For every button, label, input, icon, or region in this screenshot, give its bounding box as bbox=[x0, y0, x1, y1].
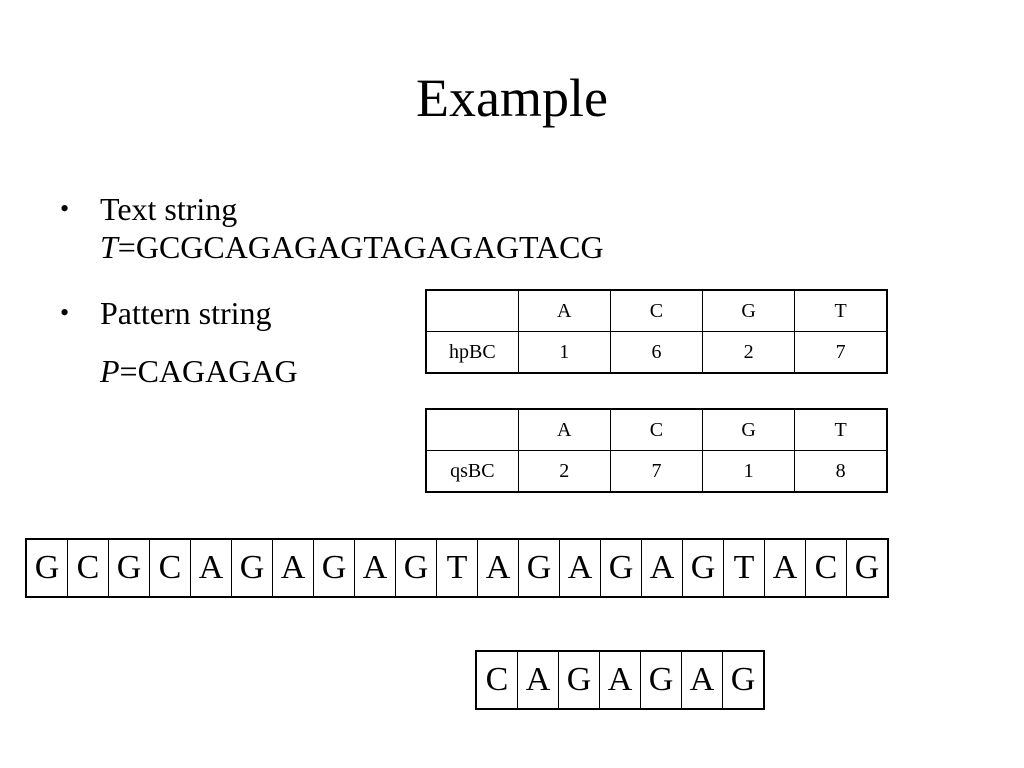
qsbc-table: A C G T qsBC 2 7 1 8 bbox=[425, 408, 888, 493]
qsbc-header-cell: C bbox=[609, 408, 704, 451]
text-char-cell: G bbox=[108, 538, 150, 598]
qsbc-header-cell: G bbox=[702, 408, 796, 451]
hpbc-value-cell: 6 bbox=[609, 331, 704, 374]
text-sequence: G C G C A G A G A G T A G A G A G T A C … bbox=[25, 538, 889, 598]
pattern-char-cell: A bbox=[599, 650, 641, 710]
bullet-icon: • bbox=[60, 194, 70, 223]
text-char-cell: A bbox=[190, 538, 232, 598]
hpbc-value-cell: 2 bbox=[702, 331, 796, 374]
text-char-cell: G bbox=[846, 538, 889, 598]
text-string-label: Text string bbox=[100, 191, 238, 227]
bullet-list: • Text string T=GCGCAGAGAGTAGAGAGTACG • … bbox=[58, 190, 758, 390]
text-char-cell: A bbox=[477, 538, 519, 598]
pattern-sequence: C A G A G A G bbox=[475, 650, 765, 710]
text-char-cell: T bbox=[723, 538, 765, 598]
qsbc-header-cell: A bbox=[517, 408, 611, 451]
text-variable: T bbox=[100, 229, 118, 265]
qsbc-header-cell bbox=[425, 408, 519, 451]
pattern-variable: P bbox=[100, 353, 120, 389]
hpbc-table: A C G T hpBC 1 6 2 7 bbox=[425, 289, 888, 374]
text-char-cell: A bbox=[559, 538, 601, 598]
text-char-cell: G bbox=[313, 538, 355, 598]
pattern-char-cell: A bbox=[517, 650, 559, 710]
text-char-cell: C bbox=[149, 538, 191, 598]
text-char-cell: C bbox=[805, 538, 847, 598]
text-char-cell: A bbox=[764, 538, 806, 598]
text-char-cell: G bbox=[600, 538, 642, 598]
bullet-text-string: • Text string T=GCGCAGAGAGTAGAGAGTACG bbox=[58, 190, 758, 266]
qsbc-value-row: qsBC 2 7 1 8 bbox=[425, 450, 888, 493]
hpbc-header-row: A C G T bbox=[425, 289, 888, 332]
qsbc-row-label: qsBC bbox=[425, 450, 519, 493]
hpbc-header-cell: T bbox=[794, 289, 888, 332]
hpbc-header-cell: G bbox=[702, 289, 796, 332]
qsbc-header-cell: T bbox=[794, 408, 888, 451]
text-value: =GCGCAGAGAGTAGAGAGTACG bbox=[117, 229, 604, 265]
hpbc-row-label: hpBC bbox=[425, 331, 519, 374]
qsbc-value-cell: 1 bbox=[702, 450, 796, 493]
text-char-cell: G bbox=[25, 538, 68, 598]
bullet-pattern-string: • Pattern string P=CAGAGAG bbox=[58, 294, 758, 390]
text-string-definition: T=GCGCAGAGAGTAGAGAGTACG bbox=[100, 228, 758, 266]
hpbc-value-row: hpBC 1 6 2 7 bbox=[425, 331, 888, 374]
slide-title: Example bbox=[416, 68, 608, 128]
text-char-cell: T bbox=[436, 538, 478, 598]
hpbc-value-cell: 1 bbox=[517, 331, 611, 374]
qsbc-value-cell: 2 bbox=[517, 450, 611, 493]
hpbc-header-cell bbox=[425, 289, 519, 332]
pattern-char-cell: A bbox=[681, 650, 723, 710]
pattern-value: =CAGAGAG bbox=[119, 353, 298, 389]
pattern-char-cell: G bbox=[640, 650, 682, 710]
text-char-cell: C bbox=[67, 538, 109, 598]
text-char-cell: G bbox=[231, 538, 273, 598]
pattern-char-cell: G bbox=[558, 650, 600, 710]
text-char-cell: A bbox=[272, 538, 314, 598]
text-char-cell: G bbox=[395, 538, 437, 598]
qsbc-value-cell: 7 bbox=[609, 450, 704, 493]
pattern-char-cell: C bbox=[475, 650, 518, 710]
hpbc-header-cell: C bbox=[609, 289, 704, 332]
bullet-icon: • bbox=[60, 298, 70, 327]
hpbc-value-cell: 7 bbox=[794, 331, 888, 374]
hpbc-header-cell: A bbox=[517, 289, 611, 332]
pattern-sequence-row: C A G A G A G bbox=[475, 650, 765, 710]
qsbc-value-cell: 8 bbox=[794, 450, 888, 493]
text-char-cell: G bbox=[518, 538, 560, 598]
pattern-string-definition: P=CAGAGAG bbox=[100, 352, 758, 390]
text-char-cell: A bbox=[641, 538, 683, 598]
text-char-cell: G bbox=[682, 538, 724, 598]
text-char-cell: A bbox=[354, 538, 396, 598]
pattern-string-label: Pattern string bbox=[100, 295, 272, 331]
pattern-char-cell: G bbox=[722, 650, 765, 710]
qsbc-header-row: A C G T bbox=[425, 408, 888, 451]
text-sequence-row: G C G C A G A G A G T A G A G A G T A C … bbox=[25, 538, 889, 598]
